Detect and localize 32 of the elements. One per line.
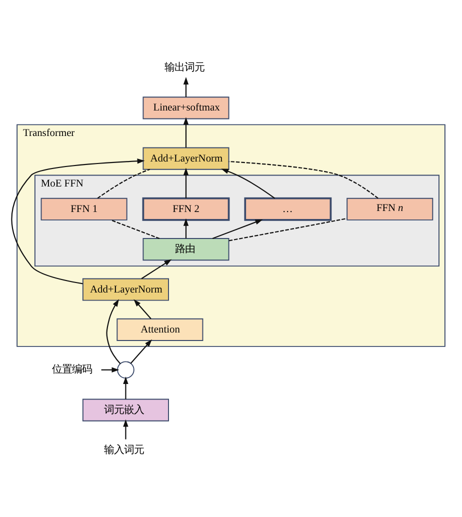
arrow xyxy=(183,218,189,238)
node-box: 路由 xyxy=(142,238,230,260)
arrow xyxy=(212,218,263,239)
arrow xyxy=(11,158,145,284)
arrow xyxy=(123,418,128,439)
node-box: FFN 2 xyxy=(142,196,230,220)
node-text: 输出词元 xyxy=(164,62,204,74)
connector xyxy=(110,219,160,239)
node-box: FFN n xyxy=(346,197,434,220)
node-text: 输入词元 xyxy=(104,444,144,456)
arrow xyxy=(134,298,152,319)
connector xyxy=(228,217,347,241)
arrow xyxy=(183,76,189,97)
node-box: Add+LayerNorm xyxy=(142,146,230,170)
node-box: Linear+softmax xyxy=(142,96,230,119)
node-circle xyxy=(117,360,134,378)
arrow xyxy=(221,168,276,198)
node-box: FFN 1 xyxy=(40,197,128,220)
arrow xyxy=(101,366,120,372)
arrow xyxy=(130,338,152,364)
node-box: Add+LayerNorm xyxy=(82,278,169,300)
node-box: 词元嵌入 xyxy=(82,398,169,421)
node-box: Attention xyxy=(116,318,204,340)
connector xyxy=(228,160,378,198)
arrow xyxy=(141,258,172,279)
node-box: … xyxy=(244,196,332,220)
arrow xyxy=(183,116,189,148)
arrow xyxy=(123,376,128,399)
arrow xyxy=(106,298,121,364)
arrow xyxy=(183,167,189,198)
node-text: 位置编码 xyxy=(52,364,92,376)
connector xyxy=(97,168,150,198)
